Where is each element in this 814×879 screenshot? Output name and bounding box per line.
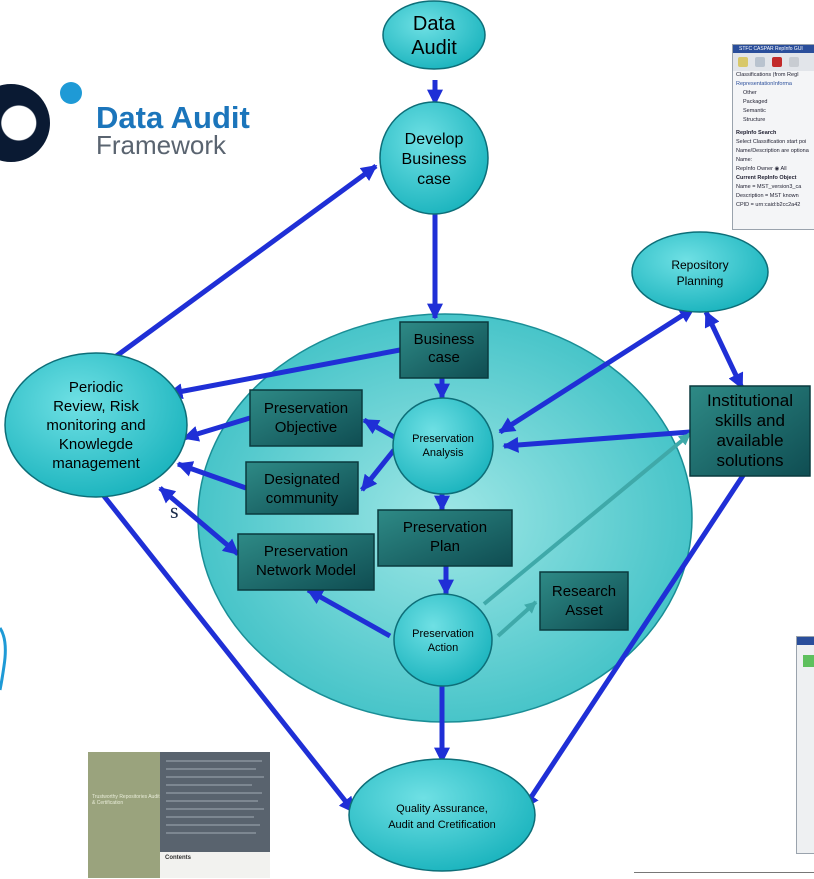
bottom-screenshot-edge: [634, 872, 814, 879]
arrow-analysis-to-objective: [362, 417, 398, 441]
toolbar-delete-icon: [772, 57, 782, 67]
screenshot-text-line: Packaged: [743, 99, 768, 105]
screenshot-text-line: Structure: [743, 117, 766, 123]
arrow-action-to-network-model: [306, 587, 392, 639]
side-fragment-arc-icon: [0, 627, 7, 691]
repinfo-gui-screenshot: STFC CASPAR RepInfo GUI Classifications …: [732, 44, 814, 230]
arrow-periodic-review-to-quality-assurance: [94, 484, 356, 814]
booklet-text-line: [166, 824, 260, 826]
screenshot-text-line: Name:: [736, 157, 753, 163]
booklet-text-line: [166, 784, 252, 786]
svg-text:Quality Assurance,Audit and Cr: Quality Assurance,Audit and Cretificatio…: [388, 803, 496, 831]
screenshot-text-line: Description = MST known: [736, 193, 799, 199]
booklet-text-line: [166, 808, 264, 810]
arrow-repository-planning-to-institutional: [703, 310, 745, 390]
booklet-cover-title: Trustworthy Repositories Audit & Certifi…: [92, 794, 160, 806]
green-status-icon: [803, 655, 814, 667]
arrows: [94, 80, 747, 814]
arrow-objective-to-periodic-review: [182, 415, 251, 442]
logo-subtitle: Framework: [96, 130, 227, 160]
screenshot-text-line: CPID = urn:caid:b2cc2a42: [736, 202, 801, 208]
screenshot-text-line: RepresentationInforma: [736, 81, 792, 87]
screenshot-text-line: Name/Description are optiona: [736, 148, 809, 154]
booklet-text-line: [166, 776, 264, 778]
screenshot-text-line: Current RepInfo Object: [736, 175, 797, 181]
screenshot-text-line: Semantic: [743, 108, 766, 114]
toolbar-blank-icon: [789, 57, 799, 67]
screenshot-title-bar: STFC CASPAR RepInfo GUI: [733, 45, 814, 53]
arrow-action-to-research-asset: [496, 600, 538, 638]
secondary-screenshot: [796, 636, 814, 854]
screenshot-text-line: Other: [743, 90, 757, 96]
logo-dot-icon: [60, 82, 82, 104]
screenshot-text-line: Name = MST_version3_ca: [736, 184, 802, 190]
logo-title: Data Audit: [96, 100, 250, 135]
booklet-text-line: [166, 760, 262, 762]
booklet-contents-page: Contents: [160, 852, 270, 878]
booklet-text-line: [166, 768, 256, 770]
arrow-periodic-review-to-develop-business-case: [98, 163, 378, 371]
booklet-contents-label: Contents: [165, 855, 191, 861]
screenshot-text-line: RepInfo Search: [736, 130, 777, 136]
arrow-analysis-to-repository-planning: [498, 305, 696, 435]
side-fragment-letter: s: [170, 498, 179, 523]
screenshot-text-line: Classifications (from RegI: [736, 72, 799, 78]
arrow-institutional-to-analysis: [502, 429, 691, 453]
screenshot-text-line: Select Classification start poi: [736, 139, 807, 145]
booklet-text-line: [166, 816, 254, 818]
screenshot-title-bar: [797, 637, 814, 645]
data-audit-framework-logo: Data Audit Framework: [0, 74, 297, 170]
arrow-network-model-to-periodic-review: [158, 486, 240, 556]
arrow-analysis-to-community: [360, 448, 396, 492]
booklet-text-line: [166, 832, 256, 834]
booklet-text-line: [166, 800, 258, 802]
arrow-action-to-institutional: [482, 432, 692, 606]
screenshot-text-line: RepInfo Owner ◉ All: [736, 166, 787, 172]
booklet-text-line: [166, 792, 262, 794]
screenshot-toolbar: [733, 53, 814, 71]
node-quality-assurance: Quality Assurance,Audit and Cretificatio…: [348, 758, 536, 872]
audit-certification-booklet: Trustworthy Repositories Audit & Certifi…: [88, 752, 270, 878]
toolbar-key-icon: [755, 57, 765, 67]
arrow-designated-community-to-periodic-review: [176, 461, 247, 491]
arrow-business-case-to-periodic-review: [166, 347, 401, 400]
arrow-institutional-to-quality-assurance: [521, 472, 747, 810]
logo-ring-icon: [0, 84, 50, 162]
toolbar-open-icon: [738, 57, 748, 67]
